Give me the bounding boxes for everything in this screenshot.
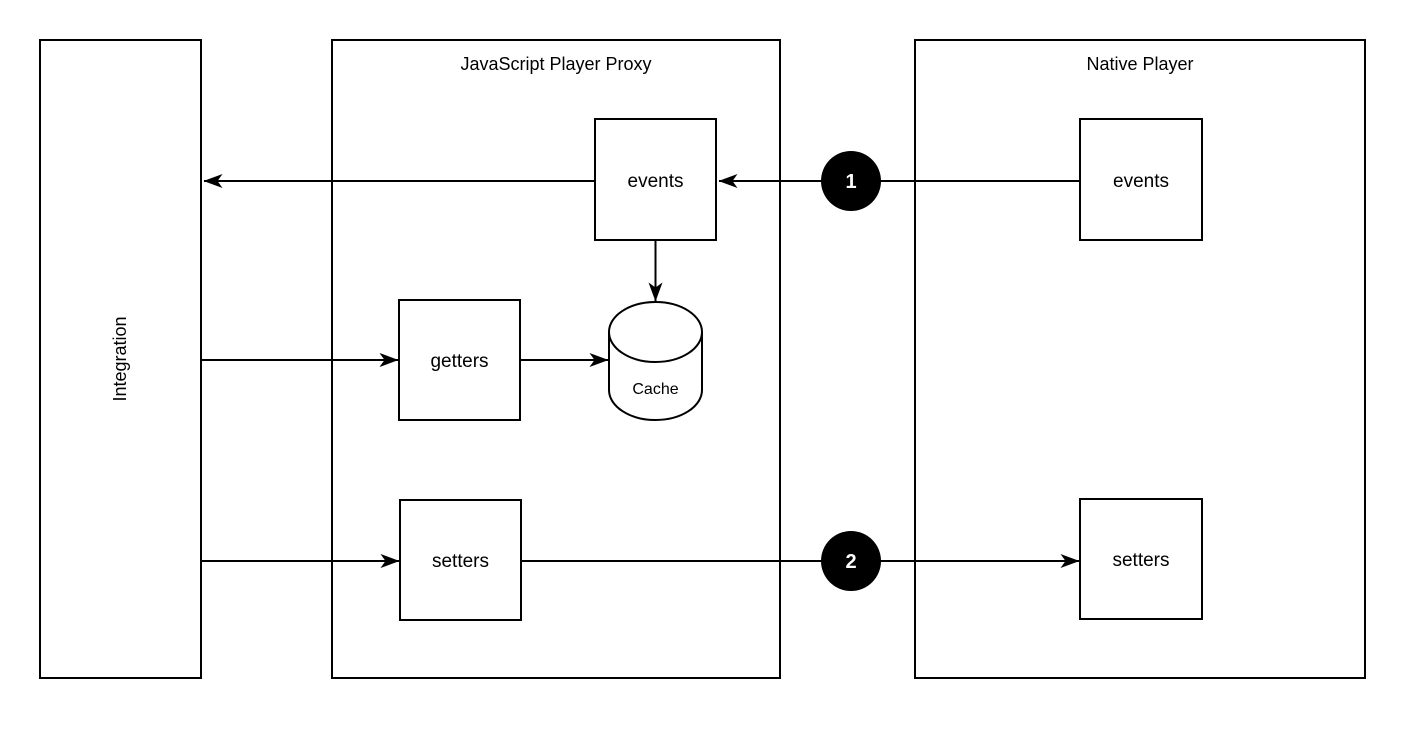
integration-label: Integration bbox=[110, 316, 130, 401]
step-1-badge: 1 bbox=[821, 151, 881, 211]
native-player-label: Native Player bbox=[1086, 54, 1193, 74]
cache-cylinder-body bbox=[608, 301, 703, 421]
step-1-badge-label: 1 bbox=[845, 171, 856, 193]
native-events-node bbox=[1079, 118, 1203, 241]
proxy-getters-node bbox=[398, 299, 521, 421]
native-setters-node bbox=[1079, 498, 1203, 620]
proxy-getters-label: getters bbox=[430, 351, 488, 372]
cache-cylinder: Cache bbox=[608, 301, 703, 421]
step-1-badge-circle bbox=[821, 151, 881, 211]
step-2-badge-circle bbox=[821, 531, 881, 591]
proxy-setters-label: setters bbox=[432, 551, 489, 572]
native-setters-label: setters bbox=[1112, 550, 1169, 571]
cache-cylinder-rim bbox=[608, 331, 703, 363]
proxy-setters-node bbox=[399, 499, 522, 621]
proxy-events-label: events bbox=[628, 171, 684, 192]
js-player-proxy-label: JavaScript Player Proxy bbox=[460, 54, 651, 74]
native-events-label: events bbox=[1113, 171, 1169, 192]
cache-label: Cache bbox=[632, 381, 678, 398]
integration-container bbox=[39, 39, 202, 679]
step-2-badge-label: 2 bbox=[845, 551, 856, 573]
step-2-badge: 2 bbox=[821, 531, 881, 591]
proxy-events-node bbox=[594, 118, 717, 241]
